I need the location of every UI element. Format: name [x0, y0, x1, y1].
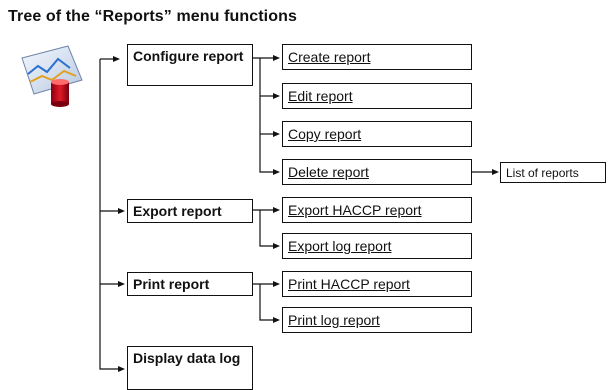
node-print-haccp-report: Print HACCP report [282, 271, 472, 297]
node-delete-report: Delete report [282, 159, 472, 185]
reports-icon [21, 45, 83, 107]
node-configure-report: Configure report [127, 44, 253, 86]
node-copy-report: Copy report [282, 121, 472, 147]
node-export-haccp-report: Export HACCP report [282, 197, 472, 223]
node-edit-report: Edit report [282, 83, 472, 109]
node-create-report: Create report [282, 44, 472, 70]
node-print-report: Print report [127, 272, 253, 296]
diagram-title: Tree of the “Reports” menu functions [8, 8, 297, 25]
node-print-log-report: Print log report [282, 307, 472, 333]
node-export-log-report: Export log report [282, 233, 472, 259]
node-display-data-log: Display data log [127, 346, 253, 390]
node-list-of-reports: List of reports [500, 162, 606, 183]
node-export-report: Export report [127, 199, 253, 223]
